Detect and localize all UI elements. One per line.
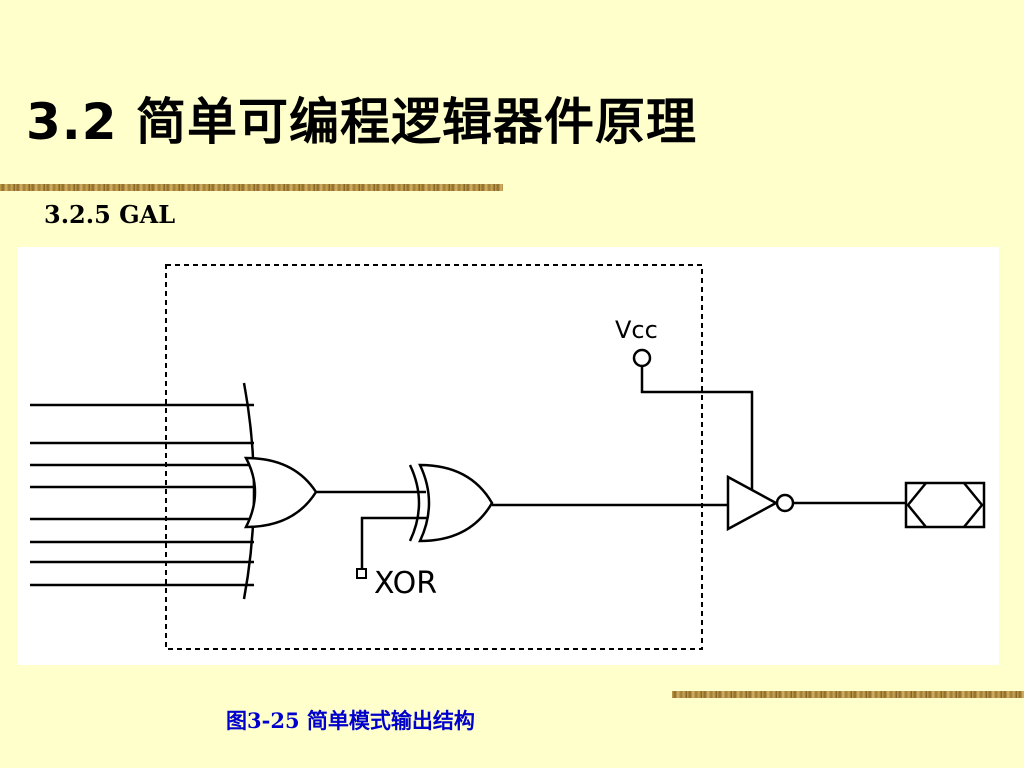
input-lines <box>30 403 254 587</box>
slide-title: 3.2 简单可编程逻辑器件原理 <box>26 93 697 151</box>
or-input-bus-curve <box>242 382 256 600</box>
macrocell-boundary <box>165 264 703 650</box>
xor-gate-back-curve <box>408 464 421 542</box>
figure-caption: 图3-25 简单模式输出结构 <box>226 708 475 733</box>
title-divider <box>0 184 503 191</box>
output-pin-arrow-right <box>963 482 984 528</box>
vcc-enable-wire <box>640 366 754 494</box>
section-heading: 3.2.5 GAL <box>44 200 176 229</box>
tristate-buffer <box>726 474 779 532</box>
xor-control-wire <box>360 516 428 574</box>
output-pin <box>904 481 986 529</box>
xor-control-terminal <box>356 568 367 579</box>
xor-label: XOR <box>374 566 437 601</box>
circuit-diagram: XOR Vcc <box>18 247 999 665</box>
xor-gate <box>418 463 494 543</box>
vcc-terminal <box>632 348 652 368</box>
inverter-bubble <box>775 493 795 513</box>
vcc-label: Vcc <box>615 316 658 344</box>
or-gate <box>243 456 318 529</box>
output-pin-arrow-left <box>906 482 927 528</box>
footer-divider <box>672 691 1024 698</box>
